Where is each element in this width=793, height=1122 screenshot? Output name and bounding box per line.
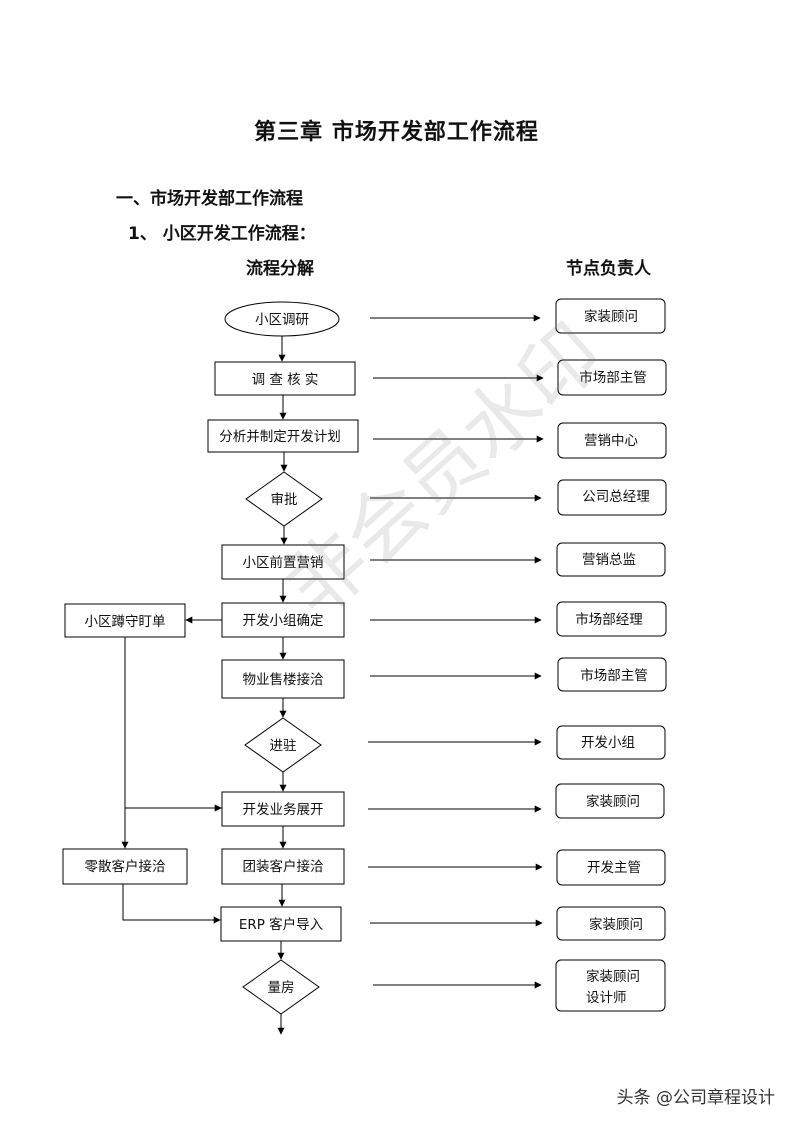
step-label: 量房 <box>268 980 295 996</box>
flow-box-group-client <box>221 848 345 885</box>
owner-label: 营销总监 <box>582 552 636 568</box>
flow-box-survey <box>214 361 356 396</box>
step-label: 小区调研 <box>255 312 309 328</box>
step-label: 开发业务展开 <box>243 802 324 818</box>
step-label: 调 查 核 实 <box>252 372 319 388</box>
step-label: ERP 客户导入 <box>239 916 324 933</box>
owner-box <box>555 959 666 1012</box>
step-label: 进驻 <box>270 738 297 754</box>
column-header-process: 流程分解 <box>246 259 314 279</box>
step-label: 小区前置营销 <box>243 554 324 571</box>
owner-box <box>556 725 666 760</box>
flow-box-property <box>221 659 345 699</box>
owner-box <box>557 479 667 516</box>
owner-box <box>556 906 666 941</box>
owner-label: 营销中心 <box>584 433 638 449</box>
owner-label: 家装顾问 <box>586 793 640 810</box>
owner-label: 市场部经理 <box>575 611 643 628</box>
step-label: 审批 <box>271 492 298 508</box>
side-label: 小区蹲守盯单 <box>85 614 166 630</box>
connector-arrow <box>124 637 222 812</box>
flow-box-team <box>221 602 345 638</box>
side-label: 零散客户接洽 <box>85 858 166 875</box>
owner-label: 开发主管 <box>587 860 641 876</box>
page-title: 第三章 市场开发部工作流程 <box>254 120 539 145</box>
flow-box-plan <box>207 419 359 453</box>
footer-credit: 头条 @公司章程设计 <box>616 1088 775 1108</box>
column-header-owner: 节点负责人 <box>566 259 651 279</box>
flow-box-business <box>221 791 345 827</box>
owner-label: 家装顾问 <box>589 916 643 933</box>
owner-box <box>556 849 666 886</box>
owner-label: 家装顾问 <box>586 968 640 985</box>
flow-box-premarketing <box>221 544 345 580</box>
owner-label: 公司总经理 <box>582 489 650 505</box>
connector-arrow <box>121 807 222 849</box>
owner-label: 市场部主管 <box>579 369 647 386</box>
owner-label: 开发小组 <box>581 735 635 751</box>
flow-box-erp <box>220 906 342 942</box>
step-label: 分析并制定开发计划 <box>219 429 341 445</box>
connector-arrow <box>122 884 221 924</box>
owner-box <box>556 601 667 637</box>
owner-box <box>555 783 665 819</box>
owner-label: 市场部主管 <box>580 667 648 684</box>
owner-box <box>556 542 666 577</box>
step-label: 物业售楼接洽 <box>243 671 324 688</box>
step-label: 团装客户接洽 <box>243 858 324 875</box>
section-heading: 一、市场开发部工作流程 <box>116 189 303 209</box>
side-box-retail-client <box>62 848 188 885</box>
owner-label: 设计师 <box>586 990 627 1006</box>
step-label: 开发小组确定 <box>243 613 324 629</box>
side-box-stakeout <box>64 603 186 638</box>
owner-label: 家装顾问 <box>584 308 638 325</box>
owner-box <box>557 359 667 396</box>
owner-box <box>557 657 667 692</box>
owner-box <box>557 422 667 459</box>
subsection-heading: 1、 小区开发工作流程： <box>128 224 316 244</box>
owner-box <box>555 298 666 334</box>
